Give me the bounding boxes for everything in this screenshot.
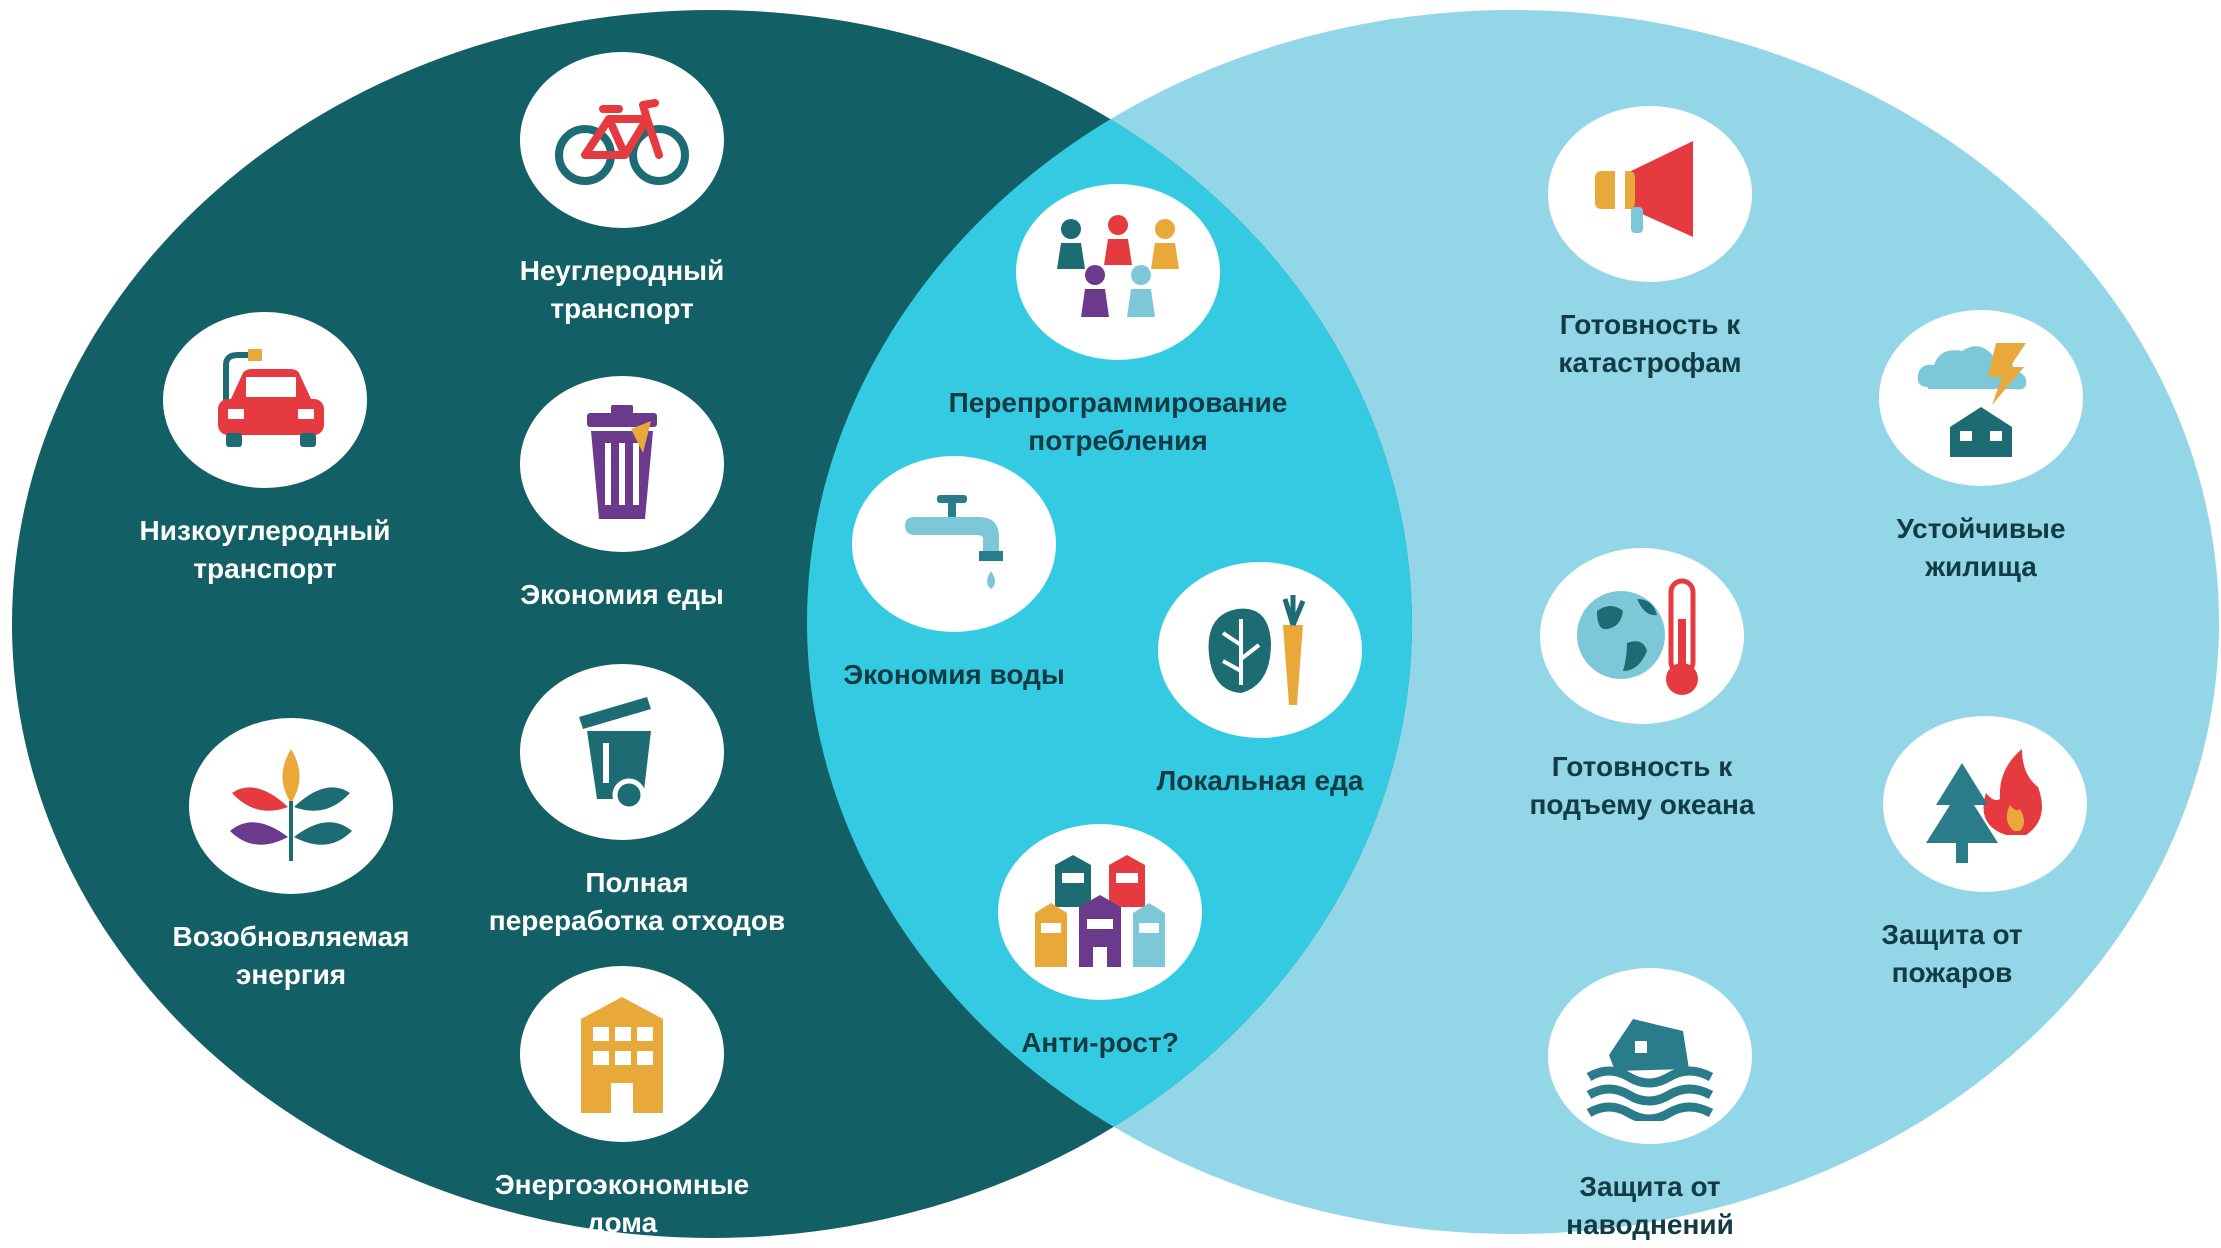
- badge: [520, 376, 724, 552]
- item-flood-protection: Защита от наводнений: [1530, 968, 1770, 1244]
- badge: [998, 824, 1202, 1000]
- label: Устойчивые жилища: [1896, 513, 2066, 582]
- badge: [1548, 106, 1752, 282]
- storm-house-icon: [1917, 343, 2027, 457]
- item-water-saving: Экономия воды: [826, 456, 1082, 694]
- item-ocean-rise-readiness: Готовность к подъему океана: [1512, 548, 1772, 824]
- item-carbon-free-transport: Неуглеродный транспорт: [520, 52, 724, 328]
- plant-leaves-icon: [230, 749, 352, 861]
- badge: [1016, 184, 1220, 360]
- badge: [1548, 968, 1752, 1144]
- item-disaster-readiness: Готовность к катастрофам: [1530, 106, 1770, 382]
- electric-car-icon: [218, 349, 324, 447]
- item-resilient-housing: Устойчивые жилища: [1866, 310, 2096, 586]
- item-consumption-reprogramming: Перепрограммирование потребления: [918, 184, 1318, 460]
- vegetables-icon: [1208, 595, 1306, 705]
- badge: [852, 456, 1056, 632]
- label: Низкоуглеродный транспорт: [139, 515, 391, 584]
- badge: [520, 664, 724, 840]
- badge: [520, 966, 724, 1142]
- label: Возобновляемая энергия: [172, 921, 410, 990]
- forest-fire-icon: [1926, 749, 2042, 863]
- label: Анти-рост?: [1021, 1027, 1179, 1058]
- megaphone-icon: [1595, 141, 1693, 237]
- item-fire-protection: Защита от пожаров: [1832, 716, 2087, 992]
- badge: [163, 312, 367, 488]
- badge: [1158, 562, 1362, 738]
- item-anti-growth: Анти-рост?: [998, 824, 1202, 1062]
- item-full-recycling: Полная переработка отходов: [472, 664, 802, 940]
- label: Готовность к подъему океана: [1529, 751, 1755, 820]
- globe-thermometer-icon: [1577, 578, 1698, 695]
- label: Экономия еды: [520, 579, 724, 610]
- building-icon: [581, 997, 663, 1113]
- water-tap-icon: [905, 495, 1003, 589]
- item-local-food: Локальная еда: [1140, 562, 1380, 800]
- trash-can-icon: [579, 697, 651, 812]
- item-low-carbon-transport: Низкоуглеродный транспорт: [125, 312, 405, 588]
- label: Защита от пожаров: [1881, 919, 2023, 988]
- compost-bin-icon: [587, 405, 657, 519]
- badge: [1879, 310, 2083, 486]
- label: Энергоэкономные дома: [494, 1169, 750, 1238]
- people-group-icon: [1057, 215, 1179, 317]
- item-efficient-homes: Энергоэкономные дома: [470, 966, 774, 1242]
- item-renewable-energy: Возобновляемая энергия: [146, 718, 436, 994]
- label: Локальная еда: [1156, 765, 1364, 796]
- badge: [1883, 716, 2087, 892]
- badge: [520, 52, 724, 228]
- label: Перепрограммирование потребления: [948, 387, 1288, 456]
- label: Полная переработка отходов: [488, 867, 786, 936]
- badge: [189, 718, 393, 894]
- flooded-house-icon: [1586, 1019, 1714, 1121]
- label: Неуглеродный транспорт: [519, 255, 725, 324]
- bicycle-icon: [555, 99, 689, 185]
- label: Готовность к катастрофам: [1558, 309, 1742, 378]
- houses-cluster-icon: [1035, 855, 1165, 967]
- badge: [1540, 548, 1744, 724]
- label: Защита от наводнений: [1566, 1171, 1734, 1240]
- label: Экономия воды: [843, 659, 1065, 690]
- item-food-saving: Экономия еды: [470, 376, 774, 614]
